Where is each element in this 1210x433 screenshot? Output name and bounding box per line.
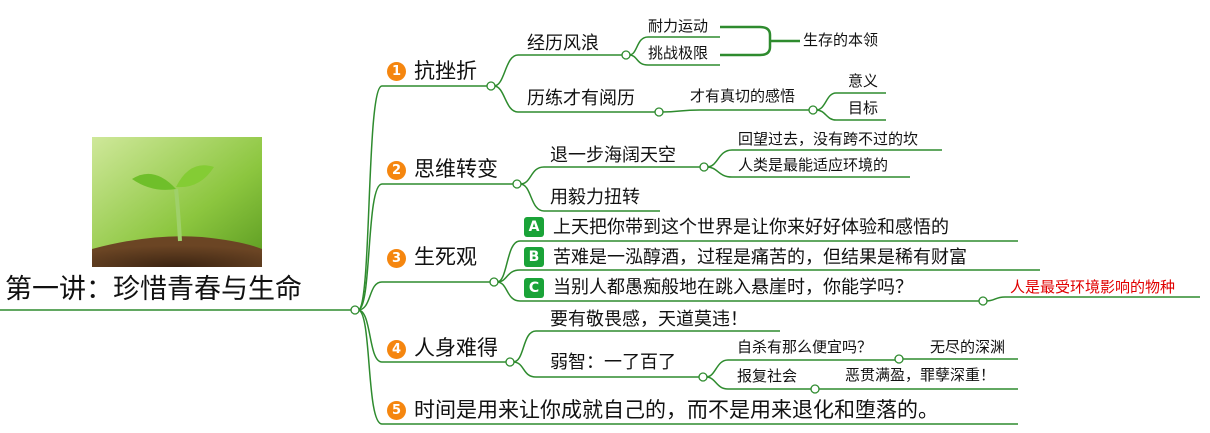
subtopic[interactable]: 无尽的深渊: [930, 338, 1006, 356]
seedling-photo: [92, 137, 262, 267]
branch-1-topic[interactable]: 抗挫折: [414, 59, 477, 83]
subtopic[interactable]: 挑战极限: [648, 44, 709, 62]
branch-4-topic[interactable]: 人身难得: [414, 336, 498, 360]
subtopic[interactable]: 苦难是一泓醇酒，过程是痛苦的，但结果是稀有财富: [553, 247, 967, 268]
subtopic[interactable]: 要有敬畏感，天道莫违！: [550, 309, 748, 330]
subtopic[interactable]: 回望过去，没有跨不过的坎: [738, 130, 919, 148]
root-topic: 第一讲：珍惜青春与生命: [5, 274, 302, 305]
summary-topic[interactable]: 生存的本领: [803, 31, 879, 49]
marker-a: A: [524, 217, 544, 237]
branch-3-topic[interactable]: 生死观: [414, 245, 477, 269]
subtopic[interactable]: 历练才有阅历: [527, 88, 635, 109]
marker-c: C: [524, 278, 544, 298]
subtopic[interactable]: 人类是最能适应环境的: [738, 156, 889, 174]
subtopic[interactable]: 报复社会: [737, 367, 798, 385]
subtopic[interactable]: 退一步海阔天空: [550, 145, 676, 166]
subtopic[interactable]: 弱智：一了百了: [550, 352, 676, 373]
subtopic[interactable]: 用毅力扭转: [550, 187, 640, 208]
branch-2-topic[interactable]: 思维转变: [414, 157, 498, 181]
branch-5-topic[interactable]: 时间是用来让你成就自己的，而不是用来退化和堕落的。: [414, 398, 939, 422]
note-topic[interactable]: 人是最受环境影响的物种: [1010, 278, 1176, 296]
number-badge-1: 1: [387, 62, 406, 81]
subtopic[interactable]: 恶贯满盈，罪孽深重！: [845, 366, 996, 384]
subtopic[interactable]: 上天把你带到这个世界是让你来好好体验和感悟的: [553, 217, 949, 238]
number-badge-4: 4: [387, 340, 406, 359]
subtopic[interactable]: 自杀有那么便宜吗？: [737, 338, 873, 356]
subtopic[interactable]: 目标: [848, 99, 879, 117]
number-badge-5: 5: [387, 401, 406, 420]
marker-b: B: [524, 247, 544, 267]
subtopic[interactable]: 当别人都愚痴般地在跳入悬崖时，你能学吗？: [553, 277, 913, 298]
subtopic[interactable]: 意义: [848, 72, 879, 90]
subtopic[interactable]: 耐力运动: [648, 17, 709, 35]
subtopic[interactable]: 才有真切的感悟: [690, 87, 796, 105]
subtopic[interactable]: 经历风浪: [527, 33, 599, 54]
number-badge-3: 3: [387, 249, 406, 268]
number-badge-2: 2: [387, 161, 406, 180]
